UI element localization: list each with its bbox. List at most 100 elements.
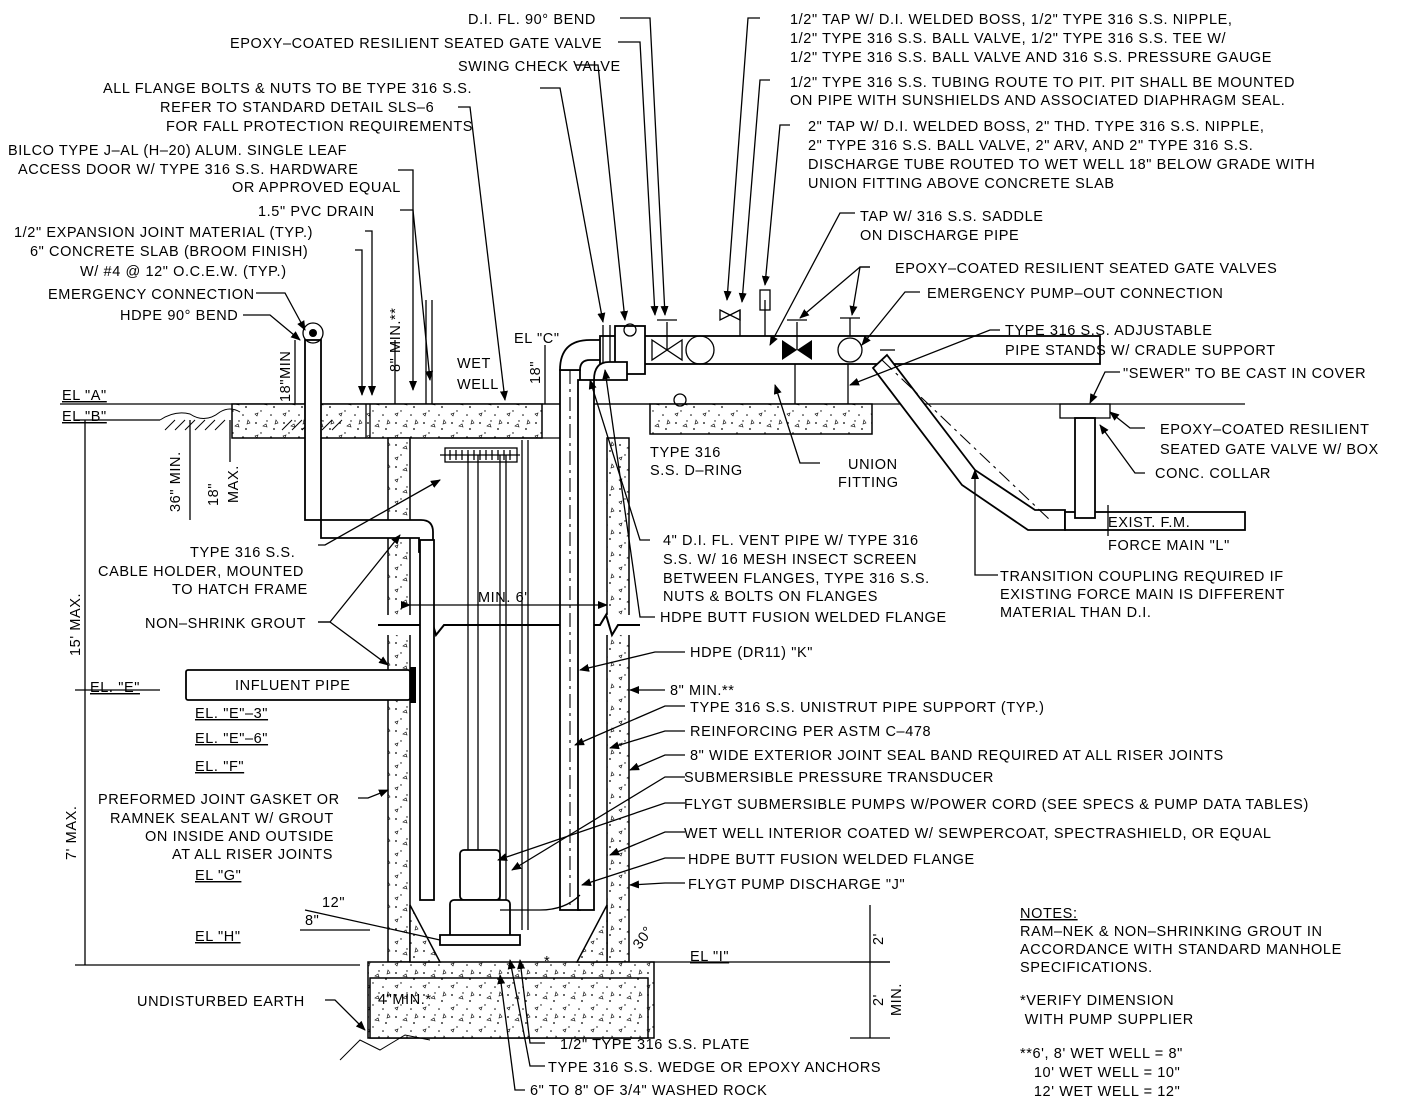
callout-coated: WET WELL INTERIOR COATED W/ SEWPERCOAT, … [684,826,1272,842]
dimension-lines [75,340,890,1039]
notes-line: RAM–NEK & NON–SHRINKING GROUT IN [1020,924,1323,940]
leader-lines [243,17,1145,1091]
callout-valve-box-2: SEATED GATE VALVE W/ BOX [1160,442,1379,458]
callout-di-bend: D.I. FL. 90° BEND [468,12,596,28]
callout-gasket-1: PREFORMED JOINT GASKET OR [98,792,340,808]
callout-hdpe-bend: HDPE 90° BEND [120,308,238,324]
callout-bilco-1: BILCO TYPE J–AL (H–20) ALUM. SINGLE LEAF [8,143,347,159]
notes-line: 12' WET WELL = 12" [1020,1084,1180,1099]
callout-seal-band: 8" WIDE EXTERIOR JOINT SEAL BAND REQUIRE… [690,748,1224,764]
label-wet: WET [457,356,491,372]
callout-emergency: EMERGENCY CONNECTION [48,287,255,303]
callout-reinforcing: REINFORCING PER ASTM C–478 [690,724,931,740]
callout-cable-2: CABLE HOLDER, MOUNTED [98,564,304,580]
callout-dring-2: S.S. D–RING [650,463,743,479]
callout-vent-2: S.S. W/ 16 MESH INSECT SCREEN [663,552,917,568]
callout-refer-1: REFER TO STANDARD DETAIL SLS–6 [160,100,434,116]
dim-4min: 4"MIN.* [378,992,432,1008]
callout-union-1: UNION [848,457,898,473]
dim-18max: 18" [206,483,222,506]
callout-force-main: FORCE MAIN "L" [1108,538,1230,554]
callout-flygt-pumps: FLYGT SUBMERSIBLE PUMPS W/POWER CORD (SE… [684,797,1309,813]
callout-sewer: "SEWER" TO BE CAST IN COVER [1123,366,1366,382]
el-e: EL. "E" [90,680,140,696]
callout-vent-1: 4" D.I. FL. VENT PIPE W/ TYPE 316 [663,533,919,549]
dim-18: 18" [528,361,544,384]
callout-transition-2: EXISTING FORCE MAIN IS DIFFERENT [1000,587,1285,603]
callout-tubing-2: ON PIPE WITH SUNSHIELDS AND ASSOCIATED D… [790,93,1285,109]
callout-stands-2: PIPE STANDS W/ CRADLE SUPPORT [1005,343,1276,359]
callout-bilco-3: OR APPROVED EQUAL [232,180,401,196]
callout-slab-1: 6" CONCRETE SLAB (BROOM FINISH) [30,244,308,260]
callout-cable-3: TO HATCH FRAME [172,582,308,598]
dim-min6: MIN. 6' [478,590,528,606]
callout-gasket-3: ON INSIDE AND OUTSIDE [145,829,334,845]
callout-collar: CONC. COLLAR [1155,466,1271,482]
callout-gasket-2: RAMNEK SEALANT W/ GROUT [110,811,334,827]
el-h: EL "H" [195,929,241,945]
callout-influent: INFLUENT PIPE [235,678,351,694]
callout-tap-half-1: 1/2" TAP W/ D.I. WELDED BOSS, 1/2" TYPE … [790,12,1233,28]
dim-min: MIN. [889,983,905,1016]
dim-8min: 8" MIN.** [388,307,404,372]
el-c: EL "C" [514,331,560,347]
callout-tap2-1: 2" TAP W/ D.I. WELDED BOSS, 2" THD. TYPE… [808,119,1265,135]
dim-18min: 18"MIN [278,351,294,402]
dim-12: 12" [322,895,345,911]
callout-rock: 6" TO 8" OF 3/4" WASHED ROCK [530,1083,767,1099]
el-a: EL "A" [62,388,107,404]
influent-pipe [185,667,416,703]
dim-8: 8" [305,913,319,929]
callout-flygt-discharge: FLYGT PUMP DISCHARGE "J" [688,877,905,893]
elevation-labels: EL "A" EL "B" EL "C" EL. "E" EL. "E"–3" … [62,331,729,965]
label-well: WELL [457,377,499,393]
callout-text: D.I. FL. 90° BEND EPOXY–COATED RESILIENT… [8,12,1379,1099]
el-e6: EL. "E"–6" [195,731,268,747]
callout-hdpe-flange-bot: HDPE BUTT FUSION WELDED FLANGE [688,852,975,868]
guide-rails [467,440,529,930]
dim-max: MAX. [226,465,242,503]
callout-transition-3: MATERIAL THAN D.I. [1000,605,1152,621]
callout-hdpe-flange-top: HDPE BUTT FUSION WELDED FLANGE [660,610,947,626]
callout-tap2-4: UNION FITTING ABOVE CONCRETE SLAB [808,176,1115,192]
dim-30: 30° [630,924,657,953]
dim-36min: 36" MIN. [168,451,184,512]
callout-bilco-2: ACCESS DOOR W/ TYPE 316 S.S. HARDWARE [18,162,358,178]
callout-gate-valves: EPOXY–COATED RESILIENT SEATED GATE VALVE… [895,261,1277,277]
callout-tap-half-2: 1/2" TYPE 316 S.S. BALL VALVE, 1/2" TYPE… [790,31,1227,47]
callout-union-2: FITTING [838,475,899,491]
el-b: EL "B" [62,409,107,425]
callout-vent-3: BETWEEN FLANGES, TYPE 316 S.S. [663,571,930,587]
callout-flange-bolts: ALL FLANGE BOLTS & NUTS TO BE TYPE 316 S… [103,81,472,97]
dim-15max: 15' MAX. [68,593,84,656]
callout-expansion: 1/2" EXPANSION JOINT MATERIAL (TYP.) [14,225,313,241]
callout-min8: 8" MIN.** [670,683,735,699]
callout-tap-half-3: 1/2" TYPE 316 S.S. BALL VALVE AND 316 S.… [790,50,1272,66]
callout-check-valve: SWING CHECK VALVE [458,59,621,75]
callout-gate-valve: EPOXY–COATED RESILIENT SEATED GATE VALVE [230,36,602,52]
el-e3: EL. "E"–3" [195,706,268,722]
callout-refer-2: FOR FALL PROTECTION REQUIREMENTS [166,119,473,135]
notes-line: *VERIFY DIMENSION [1020,993,1174,1009]
callout-cable-1: TYPE 316 S.S. [190,545,295,561]
dim-7max: 7' MAX. [64,805,80,860]
notes: NOTES: RAM–NEK & NON–SHRINKING GROUT IN … [1020,906,1341,1099]
dim-2: 2' [871,933,887,945]
submersible-pump [439,849,581,946]
callout-unistrut: TYPE 316 S.S. UNISTRUT PIPE SUPPORT (TYP… [690,700,1045,716]
callout-slab-2: W/ #4 @ 12" O.C.E.W. (TYP.) [80,264,287,280]
callout-grout: NON–SHRINK GROUT [145,616,306,632]
callout-tap2-2: 2" TYPE 316 S.S. BALL VALVE, 2" ARV, AND… [808,138,1253,154]
emergency-connection [302,300,435,901]
callout-pvc-drain: 1.5" PVC DRAIN [258,204,375,220]
callout-saddle-1: TAP W/ 316 S.S. SADDLE [860,209,1044,225]
callout-tap2-3: DISCHARGE TUBE ROUTED TO WET WELL 18" BE… [808,157,1315,173]
notes-line: 10' WET WELL = 10" [1020,1065,1180,1081]
dimension-text: 18"MIN 8" MIN.** 36" MIN. 18" MAX. 15' M… [64,307,905,1016]
callout-gasket-4: AT ALL RISER JOINTS [172,847,333,863]
el-i: EL "I" [690,949,729,965]
callout-pump-out: EMERGENCY PUMP–OUT CONNECTION [927,286,1223,302]
dim-2min: 2' [871,994,887,1006]
callout-hdpe-k: HDPE (DR11) "K" [690,645,813,661]
